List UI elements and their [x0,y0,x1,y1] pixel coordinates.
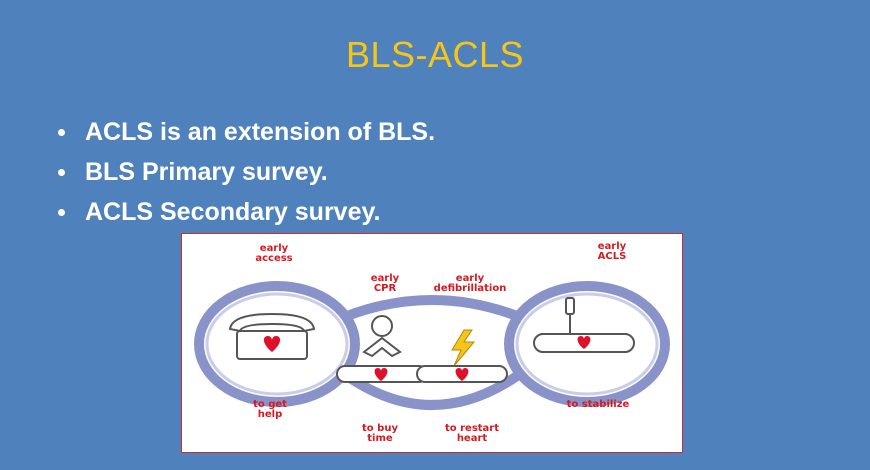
defibrillation-bolt-icon [451,329,476,367]
chain-link-bottom [344,371,520,410]
chain-of-survival-diagram: early access early CPR early defibrillat… [181,233,683,453]
telephone-icon [228,312,316,360]
heart-icon [577,336,591,349]
chain-rings [194,281,670,410]
label-to-buy-time: to buy time [362,423,398,444]
chain-ring-right [504,281,670,407]
bullet-text: ACLS is an extension of BLS. [85,118,436,146]
chain-ring-left [194,281,360,407]
heart-icon [263,336,281,352]
slide-title: BLS-ACLS [345,34,525,75]
bullet-icon [58,128,65,136]
bullet-list: ACLS is an extension of BLS. BLS Primary… [58,112,435,232]
bullet-text: ACLS Secondary survey. [85,198,381,226]
label-early-access: early access [255,243,293,264]
label-to-restart-heart: to restart heart [444,423,500,444]
label-to-stabilize: to stabilize [566,399,630,410]
label-early-cpr: early CPR [370,273,400,294]
label-to-get-help: to get help [253,399,287,420]
heart-icon [374,368,388,381]
bullet-text: BLS Primary survey. [85,158,328,186]
bullet-item: BLS Primary survey. [58,152,435,192]
bullet-item: ACLS is an extension of BLS. [58,112,435,152]
chain-of-survival-graphic [194,281,670,410]
label-early-acls: early ACLS [597,241,627,262]
bullet-item: ACLS Secondary survey. [58,192,435,232]
label-early-defibrillation: early defibrillation [433,273,507,294]
cpr-person-icon [336,315,428,383]
bullet-icon [58,208,65,216]
bullet-icon [58,168,65,176]
chain-link-top [345,295,519,321]
heart-icon [455,368,469,381]
